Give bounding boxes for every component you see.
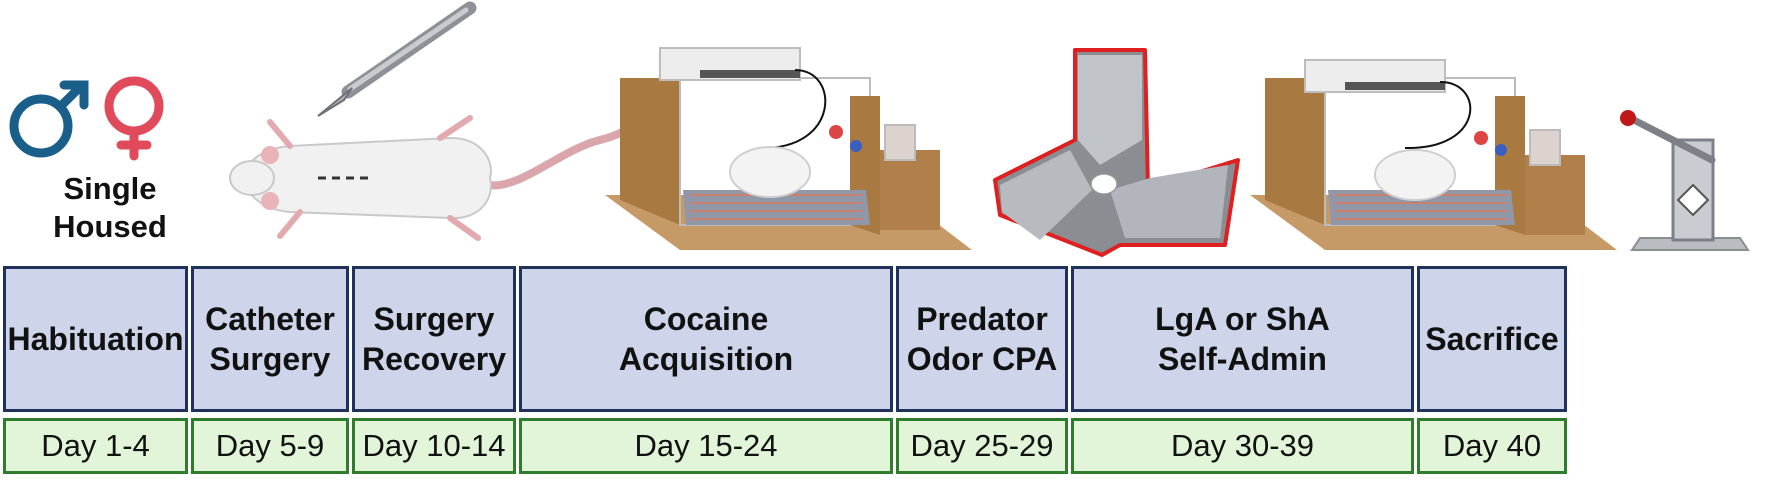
day-cell: Day 25-29 bbox=[896, 418, 1068, 474]
day-cell: Day 5-9 bbox=[191, 418, 349, 474]
phase-cell: Catheter Surgery bbox=[191, 266, 349, 412]
operant-chamber-icon bbox=[1250, 59, 1617, 250]
illustrations bbox=[9, 1, 1750, 257]
day-cell: Day 10-14 bbox=[352, 418, 516, 474]
housing-label: Single Housed bbox=[53, 171, 167, 244]
female-symbol-icon bbox=[104, 76, 164, 161]
operant-chamber-icon bbox=[605, 47, 972, 250]
three-chamber-cpa-icon bbox=[993, 48, 1240, 257]
day-cell: Day 1-4 bbox=[3, 418, 188, 474]
guillotine-icon bbox=[1620, 110, 1750, 251]
phase-cell: LgA or ShA Self-Admin bbox=[1071, 266, 1414, 412]
day-cell: Day 15-24 bbox=[519, 418, 893, 474]
phase-cell: Habituation bbox=[3, 266, 188, 412]
day-cell: Day 30-39 bbox=[1071, 418, 1414, 474]
scalpel-icon bbox=[317, 1, 477, 117]
rat-icon bbox=[229, 104, 654, 241]
day-cell: Day 40 bbox=[1417, 418, 1567, 474]
male-symbol-icon bbox=[9, 80, 89, 158]
phase-cell: Cocaine Acquisition bbox=[519, 266, 893, 412]
phase-cell: Predator Odor CPA bbox=[896, 266, 1068, 412]
phase-cell: Sacrifice bbox=[1417, 266, 1567, 412]
phase-cell: Surgery Recovery bbox=[352, 266, 516, 412]
